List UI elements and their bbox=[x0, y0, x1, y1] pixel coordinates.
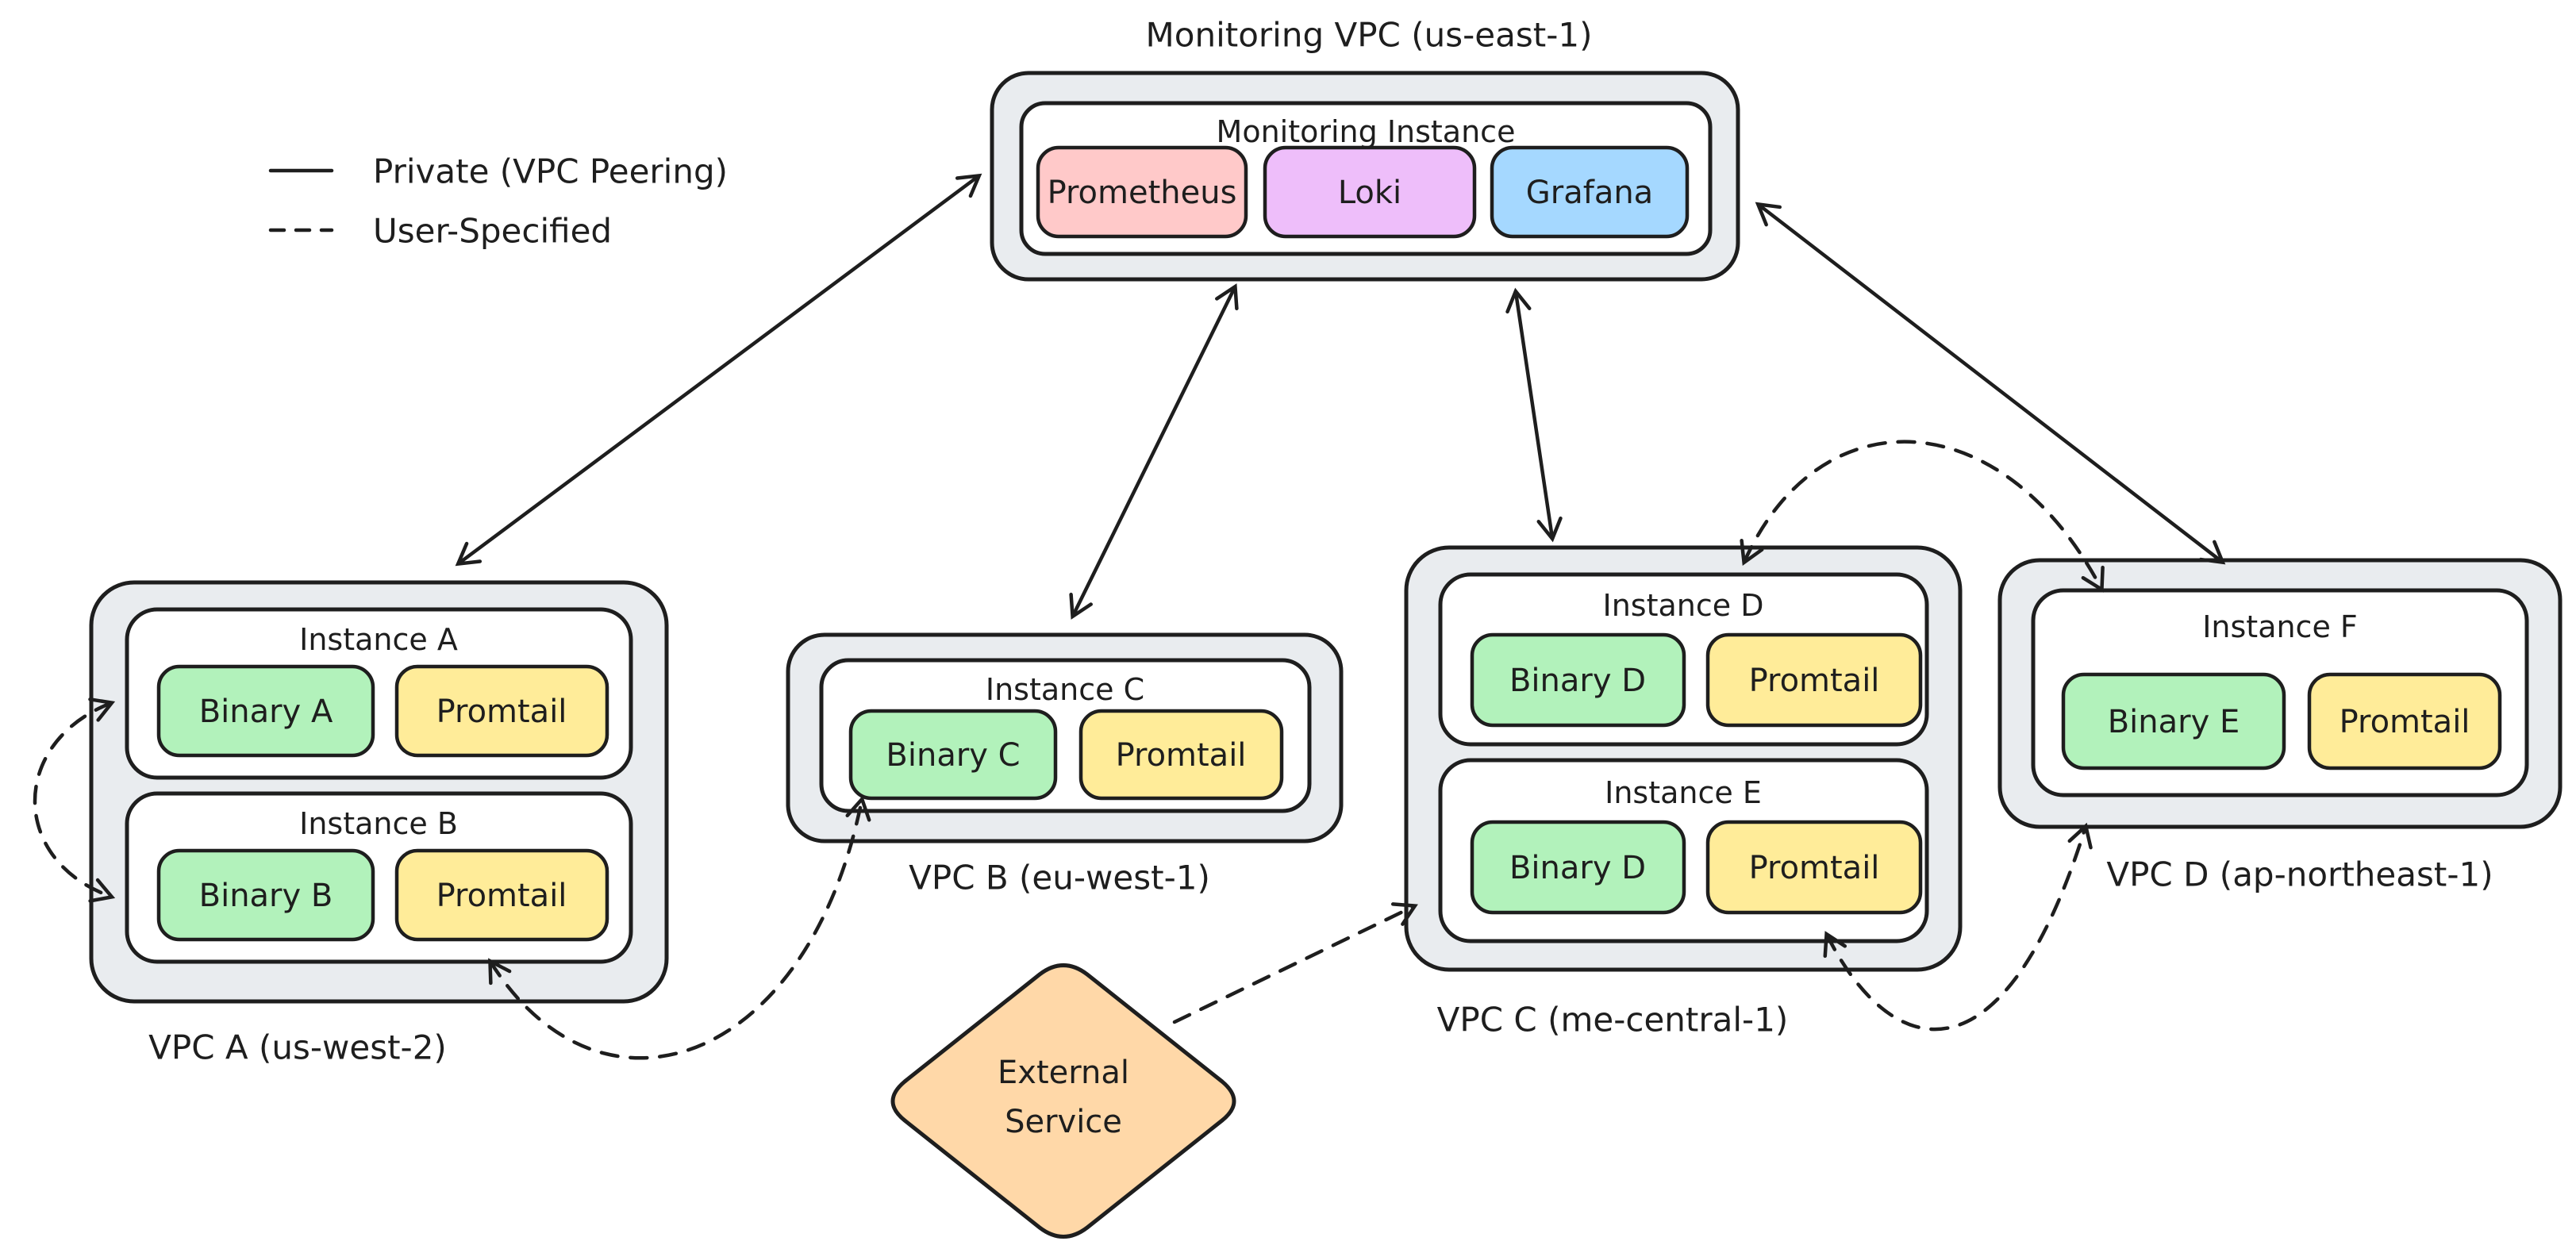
instance-c-title: Instance C bbox=[986, 672, 1144, 707]
instance-d-promtail-label: Promtail bbox=[1749, 663, 1880, 699]
instance-f-promtail-box bbox=[2307, 672, 2502, 770]
loki-label: Loki bbox=[1338, 175, 1401, 211]
monitoring-vpc: Monitoring VPC (us-east-1) Monitoring In… bbox=[990, 16, 1740, 282]
instance-a-promtail-box bbox=[394, 664, 609, 758]
binary-e-box bbox=[2061, 672, 2286, 770]
instance-e-promtail-label: Promtail bbox=[1749, 850, 1880, 886]
binary-d-label: Binary D bbox=[1509, 663, 1646, 699]
instance-a-promtail-label: Promtail bbox=[436, 694, 567, 730]
instance-e-binary-label: Binary D bbox=[1509, 850, 1646, 886]
user-arrow-vpc-a-vpc-b bbox=[488, 795, 871, 1060]
instance-d-promtail-box bbox=[1705, 632, 1923, 728]
binary-b-box bbox=[156, 848, 375, 942]
instance-c-promtail-label: Promtail bbox=[1116, 737, 1247, 774]
peering-arrow-monitoring-vpc-b bbox=[1069, 283, 1239, 620]
binary-a-label: Binary A bbox=[199, 694, 333, 730]
vpc-a: Instance A Binary A Promtail Instance B … bbox=[89, 580, 669, 1067]
vpc-b: Instance C Binary C Promtail VPC B (eu-w… bbox=[786, 632, 1344, 897]
instance-b-title: Instance B bbox=[299, 806, 458, 841]
external-service: External Service bbox=[890, 963, 1236, 1239]
instance-f-title: Instance F bbox=[2202, 609, 2358, 644]
external-service-label-line1: External bbox=[998, 1055, 1129, 1091]
monitoring-vpc-label: Monitoring VPC (us-east-1) bbox=[1146, 16, 1593, 55]
peering-arrow-monitoring-vpc-a bbox=[455, 173, 982, 567]
instance-b-promtail-label: Promtail bbox=[436, 878, 567, 914]
vpc-d-label: VPC D (ap-northeast-1) bbox=[2106, 855, 2493, 894]
external-service-diamond bbox=[890, 963, 1236, 1239]
vpc-b-label: VPC B (eu-west-1) bbox=[909, 859, 1210, 897]
binary-c-box bbox=[848, 709, 1058, 801]
binary-a-box bbox=[156, 664, 375, 758]
peering-arrow-monitoring-vpc-d bbox=[1755, 202, 2226, 565]
vpc-c: Instance D Binary D Promtail Instance E … bbox=[1404, 545, 1963, 1039]
vpc-c-label: VPC C (me-central-1) bbox=[1437, 1001, 1789, 1039]
user-arrow-external-service-vpc-c bbox=[1172, 902, 1418, 1024]
prometheus-label: Prometheus bbox=[1048, 175, 1237, 211]
legend: Private (VPC Peering) User-Specified bbox=[268, 152, 728, 251]
instance-e-binary-box bbox=[1470, 820, 1686, 915]
instance-f-promtail-label: Promtail bbox=[2340, 704, 2470, 740]
peering-arrow-monitoring-vpc-c bbox=[1505, 287, 1563, 543]
external-service-label-line2: Service bbox=[1005, 1104, 1122, 1140]
instance-d-title: Instance D bbox=[1603, 588, 1764, 623]
legend-label-user-specified: User-Specified bbox=[373, 212, 612, 251]
grafana-box bbox=[1490, 145, 1690, 239]
monitoring-instance-title: Monitoring Instance bbox=[1217, 114, 1516, 149]
prometheus-box bbox=[1036, 145, 1248, 239]
instance-e-title: Instance E bbox=[1605, 775, 1762, 810]
binary-c-label: Binary C bbox=[886, 737, 1020, 774]
user-arrow-vpc-c-vpc-d-top bbox=[1740, 440, 2105, 593]
vpc-d: Instance F Binary E Promtail VPC D (ap-n… bbox=[1997, 558, 2563, 894]
user-arrow-instance-a-instance-b bbox=[33, 697, 116, 903]
grafana-label: Grafana bbox=[1526, 175, 1653, 211]
instance-c-promtail-box bbox=[1078, 709, 1284, 801]
instance-a-title: Instance A bbox=[299, 622, 458, 657]
vpc-a-label: VPC A (us-west-2) bbox=[148, 1028, 447, 1067]
binary-e-label: Binary E bbox=[2108, 704, 2240, 740]
binary-b-label: Binary B bbox=[199, 878, 333, 914]
loki-box bbox=[1263, 145, 1477, 239]
legend-label-private: Private (VPC Peering) bbox=[373, 152, 728, 191]
user-arrow-vpc-c-vpc-d-bottom bbox=[1823, 822, 2093, 1032]
binary-d-box bbox=[1470, 632, 1686, 728]
